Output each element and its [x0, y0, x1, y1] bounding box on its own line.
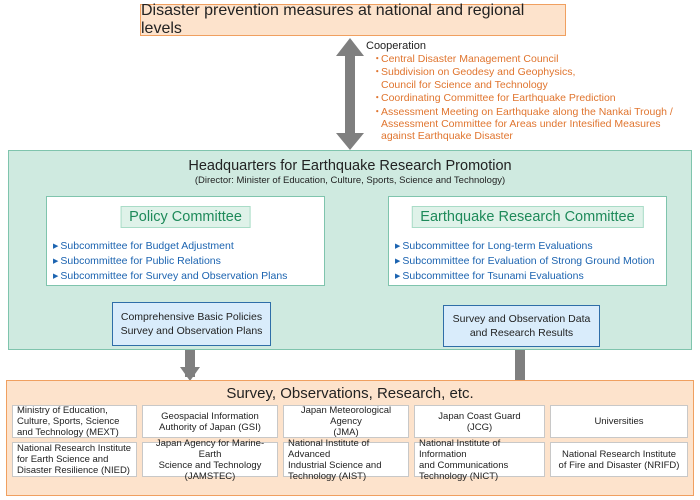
- national-regional-measures-label: Disaster prevention measures at national…: [141, 2, 525, 37]
- cooperation-item-line: Assessment Committee for Areas under Int…: [381, 118, 661, 131]
- subcommittee-label: Subcommittee for Budget Adjustment: [60, 240, 234, 252]
- organization-label-line: Culture, Sports, Science: [17, 416, 120, 427]
- organization-label-line: Japan Meteorological Agency: [300, 405, 392, 427]
- triangle-bullet-icon: ▶: [53, 243, 59, 250]
- bullet-icon: ・: [372, 66, 383, 79]
- organization-label-line: Japan Agency for Marine-Earth: [155, 437, 265, 460]
- bullet-icon: ・: [372, 92, 383, 105]
- subcommittee-item: ▶Subcommittee for Long-term Evaluations: [395, 239, 655, 254]
- organization-label-line: Authority of Japan (GSI): [159, 421, 261, 433]
- cooperation-item-line: Central Disaster Management Council: [381, 53, 559, 65]
- organization-label-line: Technology (AIST): [288, 470, 367, 482]
- organization-label-line: Ministry of Education,: [17, 405, 108, 416]
- triangle-bullet-icon: ▶: [395, 258, 401, 265]
- erc-subcommittee-list: ▶Subcommittee for Long-term Evaluations▶…: [395, 239, 655, 284]
- cooperation-item-line: Subdivision on Geodesy and Geophysics,: [381, 66, 576, 79]
- organization-label-line: (JCG): [466, 421, 493, 433]
- organization-label-line: National Institute of Advanced: [288, 437, 370, 460]
- policies-plans-box: Comprehensive Basic Policies Survey and …: [112, 302, 271, 346]
- triangle-bullet-icon: ▶: [53, 258, 59, 265]
- subcommittee-label: Subcommittee for Tsunami Evaluations: [402, 270, 584, 282]
- data-results-line-2: and Research Results: [469, 327, 574, 339]
- subcommittee-label: Subcommittee for Long-term Evaluations: [402, 240, 593, 252]
- organization-label-line: Industrial Science and: [288, 459, 382, 471]
- organization-label-line: for Earth Science and: [17, 454, 109, 465]
- data-results-line-1: Survey and Observation Data: [452, 313, 591, 325]
- organization-label-line: Geospacial Information: [161, 410, 259, 422]
- organization-box: Japan Meteorological Agency(JMA): [283, 405, 409, 438]
- organization-label-line: of Fire and Disaster (NRIFD): [558, 459, 680, 471]
- cooperation-double-arrow: [336, 38, 364, 150]
- cooperation-list: ・Central Disaster Management Council・Sub…: [372, 53, 692, 144]
- policy-committee-title: Policy Committee: [120, 206, 251, 228]
- headquarters-subtitle: (Director: Minister of Education, Cultur…: [194, 175, 506, 186]
- triangle-bullet-icon: ▶: [53, 273, 59, 280]
- organization-box: Ministry of Education,Culture, Sports, S…: [12, 405, 137, 438]
- cooperation-item-line: Coordinating Committee for Earthquake Pr…: [381, 92, 616, 105]
- organization-label-line: National Research Institute: [561, 448, 677, 460]
- earthquake-research-committee-box: Earthquake Research Committee ▶Subcommit…: [388, 196, 667, 286]
- organization-label-line: Science and Technology: [158, 459, 262, 471]
- organization-label-line: Japan Coast Guard: [438, 410, 521, 422]
- national-regional-measures-box: Disaster prevention measures at national…: [140, 2, 566, 37]
- cooperation-item: ・Coordinating Committee for Earthquake P…: [372, 92, 692, 104]
- survey-title: Survey, Observations, Research, etc.: [226, 385, 474, 402]
- policy-committee-box: Policy Committee ▶Subcommittee for Budge…: [46, 196, 325, 286]
- bullet-icon: ・: [372, 53, 383, 65]
- organization-label-line: (JAMSTEC): [184, 470, 236, 482]
- subcommittee-label: Subcommittee for Evaluation of Strong Gr…: [402, 255, 655, 267]
- subcommittee-item: ▶Subcommittee for Budget Adjustment: [53, 239, 287, 254]
- cooperation-item-line: Assessment Meeting on Earthquake along t…: [381, 105, 673, 118]
- organization-label-line: Universities: [594, 416, 644, 427]
- cooperation-item: ・Subdivision on Geodesy and Geophysics,C…: [372, 66, 692, 91]
- organization-label-line: and Technology (MEXT): [17, 427, 119, 438]
- headquarters-title: Headquarters for Earthquake Research Pro…: [188, 158, 512, 174]
- policies-plans-line-2: Survey and Observation Plans: [120, 325, 263, 337]
- triangle-bullet-icon: ▶: [395, 243, 401, 250]
- policy-subcommittee-list: ▶Subcommittee for Budget Adjustment▶Subc…: [53, 239, 287, 284]
- cooperation-title: Cooperation: [366, 40, 426, 52]
- organization-box: Universities: [550, 405, 688, 438]
- cooperation-item: ・Assessment Meeting on Earthquake along …: [372, 106, 692, 143]
- subcommittee-item: ▶Subcommittee for Evaluation of Strong G…: [395, 254, 655, 269]
- data-results-box: Survey and Observation Data and Research…: [443, 305, 600, 347]
- cooperation-item-line: against Earthquake Disaster: [381, 130, 513, 143]
- organization-label-line: and Communications: [419, 459, 509, 471]
- bullet-icon: ・: [372, 105, 383, 118]
- cooperation-item-line: Council for Science and Technology: [381, 78, 548, 91]
- organization-box: Japan Coast Guard(JCG): [414, 405, 545, 438]
- subcommittee-label: Subcommittee for Survey and Observation …: [60, 270, 288, 282]
- cooperation-item: ・Central Disaster Management Council: [372, 53, 692, 65]
- organization-label-line: National Research Institute: [17, 443, 132, 454]
- subcommittee-label: Subcommittee for Public Relations: [60, 255, 221, 267]
- organization-label-line: Technology (NICT): [419, 470, 499, 482]
- subcommittee-item: ▶Subcommittee for Public Relations: [53, 254, 287, 269]
- organization-label-line: National Institute of Information: [419, 437, 501, 460]
- subcommittee-item: ▶Subcommittee for Tsunami Evaluations: [395, 269, 655, 284]
- organization-label-line: Disaster Resilience (NIED): [17, 465, 130, 476]
- organization-label-line: (JMA): [333, 427, 359, 438]
- triangle-bullet-icon: ▶: [395, 273, 401, 280]
- subcommittee-item: ▶Subcommittee for Survey and Observation…: [53, 269, 287, 284]
- earthquake-research-committee-title: Earthquake Research Committee: [411, 206, 644, 228]
- policies-plans-line-1: Comprehensive Basic Policies: [120, 311, 263, 323]
